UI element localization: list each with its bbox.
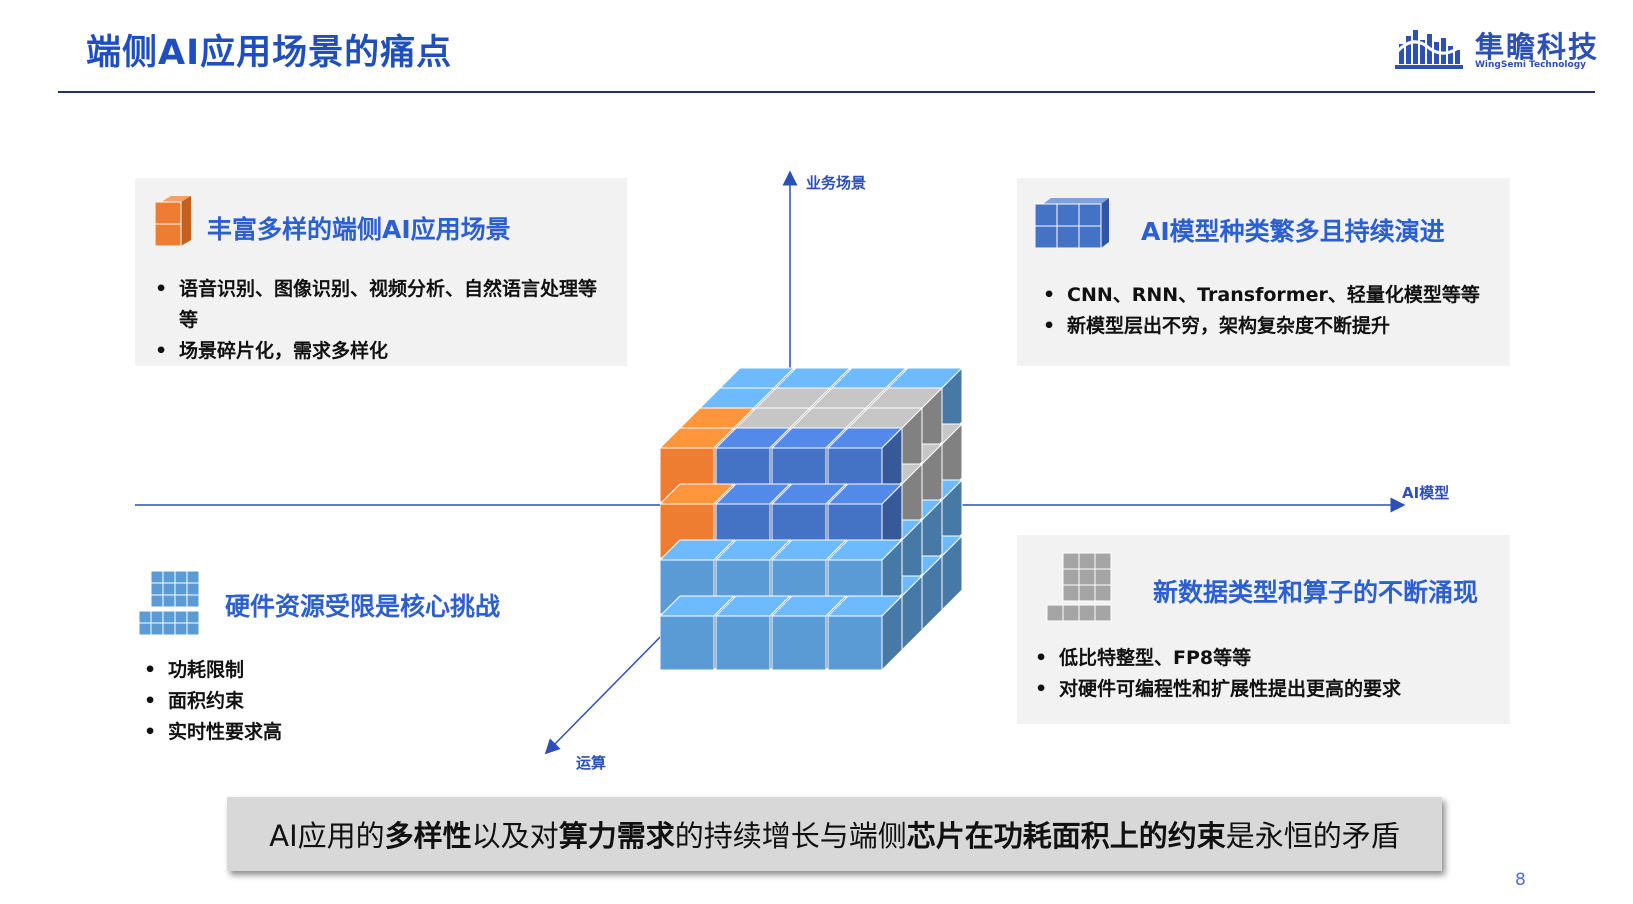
- summary-text: 以及对: [471, 819, 559, 853]
- panel-title: 硬件资源受限是核心挑战: [225, 592, 501, 621]
- panel-ai-models: AI模型种类繁多且持续演进 CNN、RNN、Transformer、轻量化模型等…: [1017, 178, 1510, 366]
- logo-mark-icon: [1395, 30, 1464, 69]
- axis-label-business: 业务场景: [806, 174, 867, 192]
- list-item: 对硬件可编程性和扩展性提出更高的要求: [1033, 674, 1503, 705]
- cube-block: [771, 615, 827, 670]
- bullet-list: CNN、RNN、Transformer、轻量化模型等等 新模型层出不穷，架构复杂…: [1041, 280, 1501, 342]
- list-item: 场景碎片化，需求多样化: [153, 336, 613, 367]
- cube-block: [827, 615, 883, 670]
- logo-text-en: WingSemi Technology: [1475, 60, 1587, 70]
- slide-title: 端侧AI应用场景的痛点: [86, 33, 453, 73]
- orange-cubes-icon: [155, 196, 191, 247]
- list-item: 语音识别、图像识别、视频分析、自然语言处理等等: [153, 274, 613, 336]
- gray-cubes-icon: [1046, 552, 1112, 622]
- cube-block-side: [881, 594, 903, 670]
- logo-text-cn: 隼瞻科技: [1475, 30, 1600, 64]
- panel-title: 丰富多样的端侧AI应用场景: [207, 215, 511, 244]
- cube-block: [715, 615, 771, 670]
- summary-emphasis: 多样性: [384, 819, 472, 853]
- title-divider: [58, 91, 1595, 93]
- panel-new-datatypes: 新数据类型和算子的不断涌现 低比特整型、FP8等等 对硬件可编程性和扩展性提出更…: [1017, 535, 1510, 724]
- blue-cubes-icon: [1035, 198, 1109, 249]
- company-logo: 隼瞻科技 WingSemi Technology: [1395, 22, 1605, 72]
- cube-illustration: [660, 366, 964, 670]
- summary-text: 是永恒的矛盾: [1225, 819, 1400, 853]
- summary-banner: AI应用的多样性以及对算力需求的持续增长与端侧芯片在功耗面积上的约束是永恒的矛盾: [227, 797, 1442, 871]
- list-item: 面积约束: [142, 686, 582, 717]
- list-item: CNN、RNN、Transformer、轻量化模型等等: [1041, 280, 1501, 311]
- summary-text: AI应用的: [269, 819, 385, 853]
- list-item: 功耗限制: [142, 655, 582, 686]
- list-item: 低比特整型、FP8等等: [1033, 643, 1503, 674]
- list-item: 新模型层出不穷，架构复杂度不断提升: [1041, 311, 1501, 342]
- panel-title: AI模型种类繁多且持续演进: [1141, 217, 1445, 246]
- page-number: 8: [1515, 870, 1526, 890]
- summary-text: 的持续增长与端侧: [674, 819, 907, 853]
- light-blue-cubes-icon: [139, 570, 200, 636]
- panel-hardware-limits: 硬件资源受限是核心挑战 功耗限制 面积约束 实时性要求高: [135, 555, 635, 755]
- cube-block: [660, 615, 715, 670]
- list-item: 实时性要求高: [142, 717, 582, 748]
- panel-app-scenarios: 丰富多样的端侧AI应用场景 语音识别、图像识别、视频分析、自然语言处理等等 场景…: [135, 178, 627, 367]
- axis-label-ai-model: AI模型: [1402, 484, 1450, 502]
- axis-label-compute: 运算: [576, 754, 607, 772]
- bullet-list: 功耗限制 面积约束 实时性要求高: [142, 655, 582, 748]
- panel-title: 新数据类型和算子的不断涌现: [1153, 578, 1479, 607]
- summary-emphasis: 芯片在功耗面积上的约束: [906, 819, 1226, 853]
- bullet-list: 低比特整型、FP8等等 对硬件可编程性和扩展性提出更高的要求: [1033, 643, 1503, 705]
- summary-emphasis: 算力需求: [558, 819, 675, 853]
- bullet-list: 语音识别、图像识别、视频分析、自然语言处理等等 场景碎片化，需求多样化: [153, 274, 613, 367]
